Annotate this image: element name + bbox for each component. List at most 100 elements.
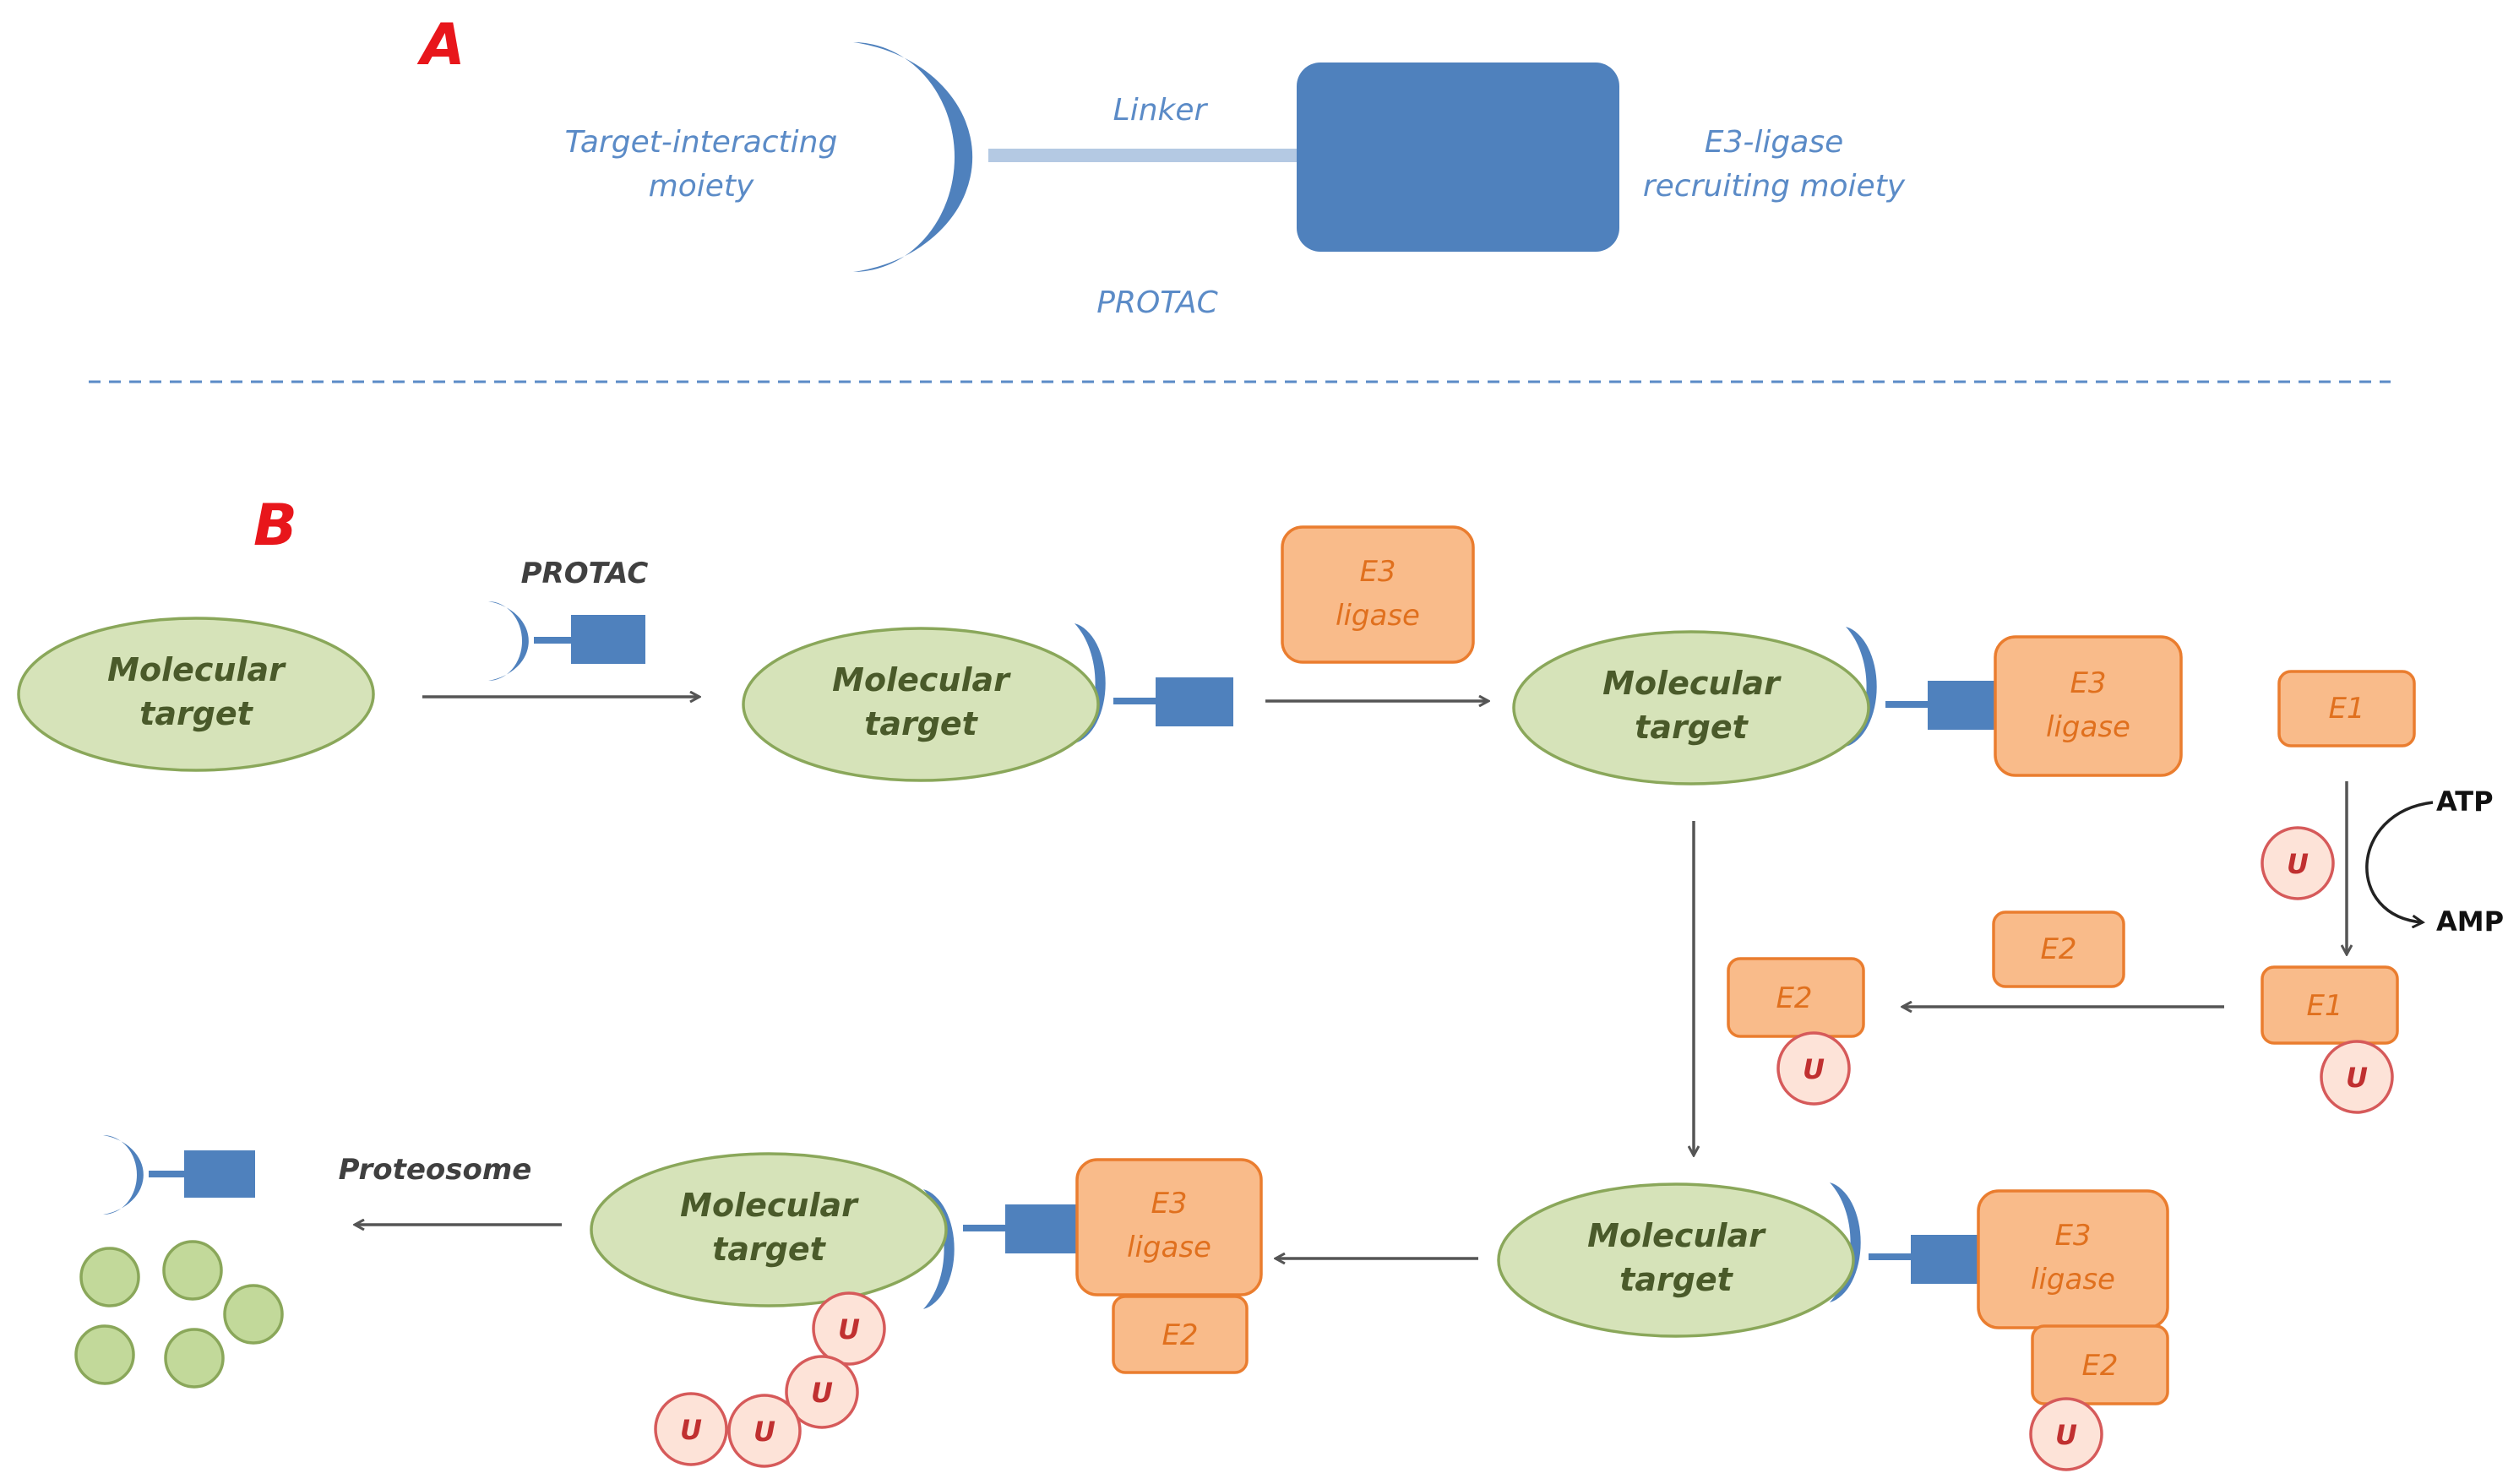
e2-label: E2: [1162, 1318, 1198, 1352]
panel-b: B Molecular target PROTAC Molecular targ…: [17, 492, 2504, 1471]
proteasome-label: Proteosome: [339, 1153, 532, 1187]
e2-label: E2: [2081, 1349, 2118, 1383]
ubiquitin-circle: [812, 1291, 886, 1366]
bound-crescent: [1830, 1182, 1861, 1302]
molecular-target-label-1: Molecular: [832, 661, 1011, 699]
linker-bar: [988, 149, 1301, 162]
protac-linker: [963, 1225, 1007, 1231]
bound-crescent: [1846, 627, 1877, 747]
protac-block-icon: [571, 615, 645, 664]
protac-block: [1911, 1235, 1987, 1284]
step3-ternary-complex: Molecular target E3 ligase: [1512, 627, 2183, 785]
protac-linker: [149, 1171, 188, 1177]
molecular-target-label-2: target: [1619, 1261, 1734, 1298]
panel-b-label: B: [253, 492, 297, 559]
e1-charged-box: [2261, 965, 2399, 1045]
molecular-target-ellipse: [742, 627, 1100, 782]
protac-block: [1928, 681, 2005, 730]
e3-label-2: ligase: [1127, 1231, 1211, 1264]
protac-linker: [534, 637, 573, 644]
ubiquitin-label: U: [680, 1414, 702, 1446]
molecular-target-label-1: Molecular: [1602, 665, 1782, 702]
e2-box: [2031, 1324, 2169, 1405]
e1-box: [2277, 670, 2416, 747]
ubiquitin-circle: [727, 1394, 802, 1468]
target-moiety-label-line2: moiety: [649, 169, 754, 204]
e3-recruiting-block: [1297, 63, 1619, 252]
degraded-fragment: [164, 1328, 225, 1389]
degraded-fragment: [79, 1247, 140, 1307]
panel-a: A Target-interacting moiety Linker E3-li…: [416, 12, 1906, 320]
ubiquitin-circle: [785, 1355, 859, 1429]
e1-label: E1: [2328, 692, 2364, 726]
step1-target: Molecular target: [17, 617, 375, 772]
molecular-target-label-1: Molecular: [107, 651, 286, 688]
ubiquitin-label: U: [2055, 1419, 2077, 1451]
target-moiety-label-line1: Target-interacting: [565, 125, 838, 160]
released-protac-block: [184, 1150, 255, 1198]
e2-loading: E2 E2 U: [1727, 911, 2224, 1106]
protac-crescent-icon: [488, 601, 529, 681]
e3-ligase-box: [1977, 1189, 2169, 1329]
step4-complex-e2: Molecular target E3 ligase E2 U: [1497, 1182, 2169, 1471]
protac-block: [1005, 1204, 1081, 1253]
free-e3-ligase: E3 ligase: [1281, 525, 1475, 664]
released-protac-crescent: [103, 1135, 144, 1215]
step2-target-protac: Molecular target: [742, 623, 1233, 782]
protac-linker: [1113, 698, 1157, 704]
protac-linker: [1885, 701, 1929, 708]
molecular-target-label-2: target: [139, 695, 254, 732]
ubiquitin-label: U: [2346, 1062, 2368, 1094]
degraded-fragment: [74, 1324, 135, 1385]
protac-block: [1156, 677, 1233, 726]
e3-label-1: E3: [2070, 666, 2106, 700]
e3-moiety-label-line1: E3-ligase: [1705, 125, 1843, 160]
protac-label-a: PROTAC: [1096, 285, 1218, 320]
e3-label-2: ligase: [2046, 710, 2130, 744]
molecular-target-label-2: target: [1635, 709, 1749, 746]
target-moiety-crescent: [853, 42, 973, 272]
e3-ligase-box: [1281, 525, 1475, 664]
linker-label: Linker: [1113, 93, 1209, 128]
ubiquitin-label: U: [1803, 1053, 1825, 1085]
molecular-target-ellipse: [1497, 1182, 1855, 1338]
molecular-target-label-1: Molecular: [680, 1187, 859, 1224]
e3-label-2: ligase: [1336, 599, 1420, 633]
released-products: [74, 1135, 284, 1389]
atp-label: ATP: [2436, 785, 2494, 818]
e3-ligase-box: [1075, 1158, 1263, 1296]
molecular-target-ellipse: [590, 1152, 948, 1307]
molecular-target-label-1: Molecular: [1587, 1217, 1766, 1254]
degraded-fragment: [223, 1284, 284, 1345]
e3-moiety-label-line2: recruiting moiety: [1643, 169, 1906, 204]
e3-ligase-box: [1994, 635, 2183, 777]
bound-crescent: [923, 1189, 955, 1309]
panel-a-label: A: [416, 12, 465, 79]
ubiquitin-circle: [654, 1392, 728, 1466]
e1-label: E1: [2306, 989, 2342, 1023]
molecular-target-ellipse: [1512, 630, 1870, 785]
e3-label-2: ligase: [2031, 1263, 2115, 1296]
ubiquitin-circle: [2320, 1040, 2394, 1114]
molecular-target-label-2: target: [864, 705, 979, 742]
e2-box: [1112, 1295, 1249, 1374]
ubiquitin-label: U: [811, 1377, 833, 1409]
e1-activation: E1 ATP AMP U E1 U: [2261, 670, 2504, 1114]
ubiquitin-circle: [2261, 826, 2335, 900]
ubiquitin-label: U: [2287, 848, 2309, 880]
e3-label-1: E3: [1359, 555, 1396, 589]
e2-label: E2: [1776, 981, 1812, 1015]
degraded-fragment: [162, 1240, 223, 1301]
step5-polyubiquitinated: Molecular target E3 ligase E2 U U U U: [590, 1152, 1263, 1468]
e2-label: E2: [2040, 932, 2076, 966]
protac-label-b: PROTAC: [521, 557, 649, 590]
ubiquitin-label: U: [754, 1416, 775, 1448]
free-protac: PROTAC: [488, 557, 648, 681]
ubiquitin-circle: [2029, 1397, 2103, 1471]
ubiquitin-circle: [1776, 1031, 1851, 1106]
protac-linker: [1869, 1253, 1912, 1260]
ubiquitin-label: U: [838, 1313, 860, 1345]
molecular-target-ellipse: [17, 617, 375, 772]
e2-box: [1992, 911, 2125, 988]
